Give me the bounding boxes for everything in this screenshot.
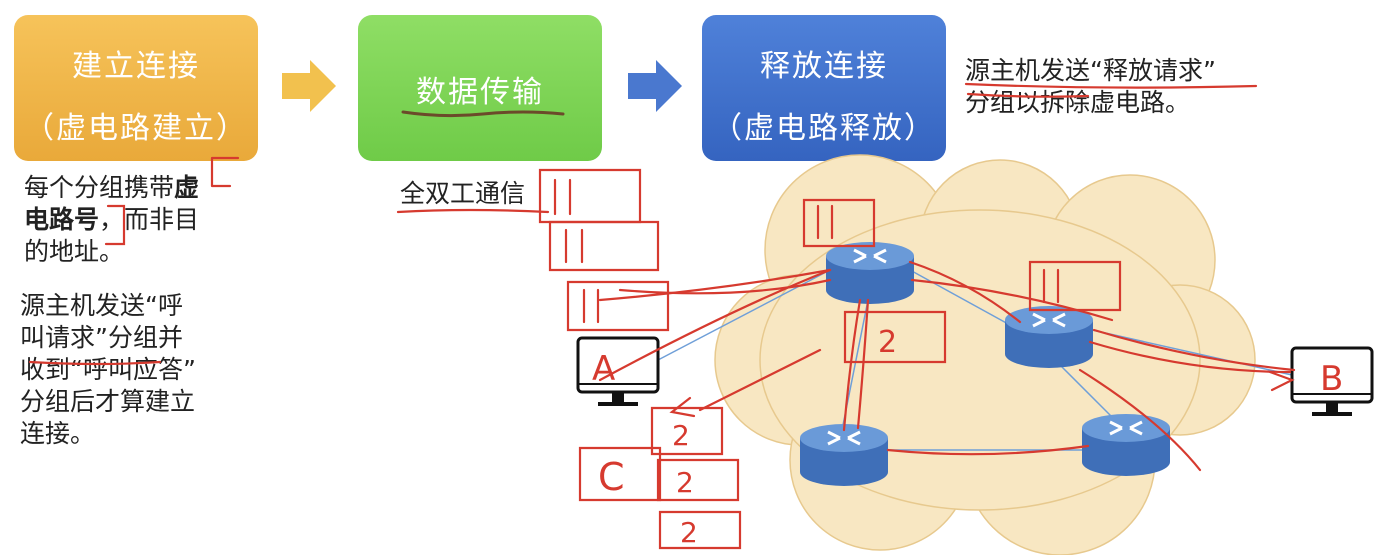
vc-number-label: 2 [878, 325, 897, 360]
setup-note: 每个分组携带虚 电路号，而非目 的地址。 [24, 172, 254, 268]
setup-note-line2: 电路号，而非目 [24, 205, 200, 234]
arrow-right-icon [628, 60, 682, 112]
setup-note-line3: 的地址。 [24, 237, 125, 266]
step-setup-box: 建立连接 （虚电路建立） [14, 15, 258, 161]
computer-icon: B [1290, 346, 1374, 416]
host-b-label: B [1320, 359, 1343, 399]
setup-note-bold1: 虚 [174, 173, 200, 202]
step-release-subtitle: （虚电路释放） [712, 111, 936, 146]
vc-number-label: 2 [672, 419, 690, 452]
release-note: 源主机发送“释放请求” 分组以拆除虚电路。 [965, 55, 1325, 119]
arrow-right-icon [282, 60, 336, 112]
host-c-label: C [598, 455, 625, 499]
call-note-line1: 源主机发送“呼 [20, 291, 183, 320]
release-note-line1: 源主机发送“释放请求” [965, 56, 1216, 85]
setup-note-bold2: 电路号 [24, 205, 100, 234]
step-release-title: 释放连接 [760, 49, 888, 84]
step-transfer-title: 数据传输 [416, 75, 544, 110]
vc-number-label: 2 [676, 466, 694, 499]
call-request-note: 源主机发送“呼 叫请求”分组并 收到“呼叫应答” 分组后才算建立 连接。 [20, 290, 260, 450]
router-icon [1082, 414, 1170, 476]
vc-number-label: 2 [680, 516, 698, 549]
call-note-line4: 分组后才算建立 [20, 387, 196, 416]
call-note-line3: 收到“呼叫应答” [20, 355, 196, 384]
step-setup-title: 建立连接 [72, 49, 200, 84]
call-note-line2: 叫请求”分组并 [20, 323, 183, 352]
computer-icon: A [576, 336, 660, 406]
full-duplex-note: 全双工通信 [400, 179, 526, 208]
setup-note-line1: 每个分组携带虚 [24, 173, 200, 202]
host-a-label: A [592, 349, 615, 389]
router-icon [826, 242, 914, 304]
step-transfer-box: 数据传输 [358, 15, 602, 161]
router-icon [1005, 306, 1093, 368]
router-icon [800, 424, 888, 486]
release-note-line2: 分组以拆除虚电路。 [965, 88, 1191, 117]
call-note-line5: 连接。 [20, 419, 96, 448]
handwritten-annotations [28, 82, 1296, 550]
virtual-circuit-labels: 2 2 2 2 C [598, 325, 897, 549]
step-release-box: 释放连接 （虚电路释放） [702, 15, 946, 161]
step-setup-subtitle: （虚电路建立） [24, 111, 248, 146]
